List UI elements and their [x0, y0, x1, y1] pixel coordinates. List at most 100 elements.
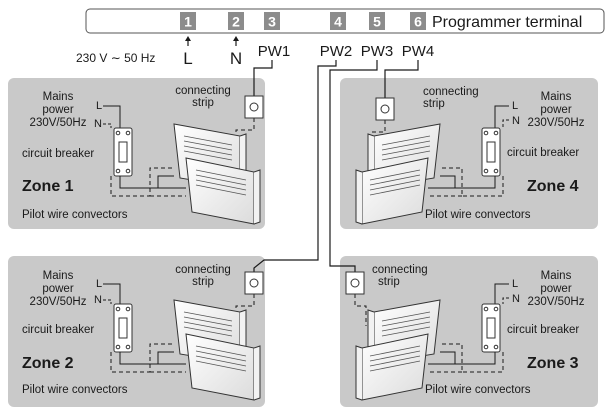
- zone-1-convectors-label: Pilot wire convectors: [22, 209, 128, 221]
- zone-2: Mains power 230V/50Hz L N circuit breake…: [22, 264, 264, 401]
- zone-1-l-label: L: [96, 100, 102, 112]
- zone-4-convector-wiring: [371, 120, 504, 197]
- supply-labels: 230 V ∼ 50 Hz L N: [76, 36, 242, 68]
- zone-4-live-wire: [494, 105, 509, 128]
- zone-2-breaker-label: circuit breaker: [22, 324, 94, 336]
- zone-2-mains-line-2: power: [42, 283, 73, 295]
- zone-4-breaker-label: circuit breaker: [507, 147, 579, 159]
- zone-3-convector-wiring: [354, 294, 504, 373]
- zone-3-title: Zone 3: [527, 355, 579, 372]
- terminal-number-5: 5: [373, 14, 381, 30]
- pw1-label: PW1: [258, 43, 291, 60]
- neutral-label: N: [230, 49, 242, 68]
- zone-1-live-wire: [103, 105, 121, 128]
- zone-4-convectors-label: Pilot wire convectors: [425, 209, 531, 221]
- zone-4-title: Zone 4: [527, 178, 579, 195]
- zone-3-mains-line-1: Mains: [541, 270, 572, 282]
- zone-3-n-label: N: [512, 293, 520, 305]
- zone-3-strip-line-2: strip: [378, 276, 400, 288]
- zone-4-mains-line-1: Mains: [541, 91, 572, 103]
- zone-4-neutral-wire: [502, 119, 509, 128]
- zone-4: connecting strip Mains power 230V/50Hz L…: [355, 86, 585, 225]
- zone-4-n-label: N: [512, 115, 520, 127]
- zone-2-neutral-wire: [103, 299, 112, 304]
- terminal-label: Programmer terminal: [432, 14, 582, 31]
- terminal-box-3: [264, 12, 280, 30]
- zone-4-circuit-breaker: [481, 127, 501, 177]
- zone-1-mains-line-3: 230V/50Hz: [30, 117, 87, 129]
- zone-3-strip-line-1: connecting: [372, 264, 428, 276]
- pw3-label: PW3: [361, 43, 394, 60]
- zone-2-l-label: L: [96, 278, 102, 290]
- zone-1-neutral-wire: [103, 123, 112, 128]
- terminal-box-6: [410, 12, 426, 30]
- pw3-route: [329, 60, 378, 272]
- terminal-box-1: [180, 12, 196, 30]
- zone-1-mains-line-1: Mains: [43, 91, 74, 103]
- zone-1-convector-front: [185, 157, 261, 225]
- zone-3-breaker-label: circuit breaker: [507, 324, 579, 336]
- zone-2-convector-wiring: [110, 294, 255, 373]
- zone-1-strip-line-2: strip: [192, 97, 214, 109]
- zone-2-title: Zone 2: [22, 355, 74, 372]
- zone-1-mains-line-2: power: [42, 104, 73, 116]
- zone-4-strip-line-1: connecting: [423, 86, 479, 98]
- zone-4-l-label: L: [512, 100, 518, 112]
- zone-3-mains-line-2: power: [540, 283, 571, 295]
- zone-2-connecting-strip: [244, 271, 264, 295]
- pilot-wire-labels: PW1 PW2 PW3 PW4: [258, 43, 435, 60]
- zone-2-strip-line-2: strip: [192, 276, 214, 288]
- zone-2-convector-front: [185, 333, 261, 401]
- terminal-number-3: 3: [268, 14, 276, 30]
- zone-3-neutral-wire: [502, 297, 509, 304]
- live-arrow-head: [185, 36, 191, 41]
- terminal-box-4: [330, 12, 346, 30]
- zone-4-convector-front: [355, 157, 429, 225]
- zone-2-strip-line-1: connecting: [175, 264, 231, 276]
- programmer-terminal: 1 2 3 4 5 6 Programmer terminal: [85, 8, 605, 34]
- zone-3-convectors-label: Pilot wire convectors: [425, 384, 531, 396]
- zone-1-breaker-label: circuit breaker: [22, 148, 94, 160]
- zone-2-live-wire: [103, 283, 121, 304]
- pw1-route: [253, 60, 273, 96]
- pw4-label: PW4: [402, 43, 435, 60]
- zone-1-n-label: N: [94, 118, 102, 130]
- zone-2-convectors-label: Pilot wire convectors: [22, 384, 128, 396]
- zone-3-l-label: L: [512, 278, 518, 290]
- supply-voltage-label: 230 V ∼ 50 Hz: [76, 51, 155, 65]
- zone-1-strip-line-1: connecting: [175, 85, 231, 97]
- terminal-number-2: 2: [232, 14, 240, 30]
- zone-2-n-label: N: [94, 294, 102, 306]
- zone-1-circuit-breaker: [113, 127, 133, 177]
- pilot-wire-routes: [253, 60, 419, 272]
- zone-3-live-wire: [494, 283, 509, 304]
- zone-3: connecting strip Mains power 230V/50Hz L…: [345, 264, 585, 401]
- pw2-route: [253, 60, 337, 272]
- live-label: L: [183, 49, 192, 68]
- pw2-label: PW2: [320, 43, 353, 60]
- pw4-route: [384, 60, 419, 98]
- zone-3-circuit-breaker: [481, 303, 501, 353]
- zone-4-mains-line-3: 230V/50Hz: [528, 117, 585, 129]
- zone-4-strip-line-2: strip: [423, 98, 445, 110]
- zone-3-mains-line-3: 230V/50Hz: [528, 296, 585, 308]
- zone-2-mains-line-1: Mains: [43, 270, 74, 282]
- zone-3-convector-front: [355, 333, 429, 401]
- neutral-arrow-head: [233, 36, 239, 41]
- zone-1-connecting-strip: [244, 95, 264, 119]
- zone-1-title: Zone 1: [22, 178, 74, 195]
- terminal-number-1: 1: [184, 14, 192, 30]
- zone-1-convector-wiring: [110, 118, 255, 197]
- terminal-number-4: 4: [334, 14, 342, 30]
- terminal-box-5: [369, 12, 385, 30]
- zone-1: Mains power 230V/50Hz L N circuit breake…: [22, 85, 264, 225]
- zone-3-connecting-strip: [345, 271, 365, 295]
- terminal-number-6: 6: [414, 14, 422, 30]
- terminal-box-2: [228, 12, 244, 30]
- zone-4-connecting-strip: [375, 97, 395, 121]
- zone-2-circuit-breaker: [113, 303, 133, 353]
- zone-4-mains-line-2: power: [540, 104, 571, 116]
- zone-2-mains-line-3: 230V/50Hz: [30, 296, 87, 308]
